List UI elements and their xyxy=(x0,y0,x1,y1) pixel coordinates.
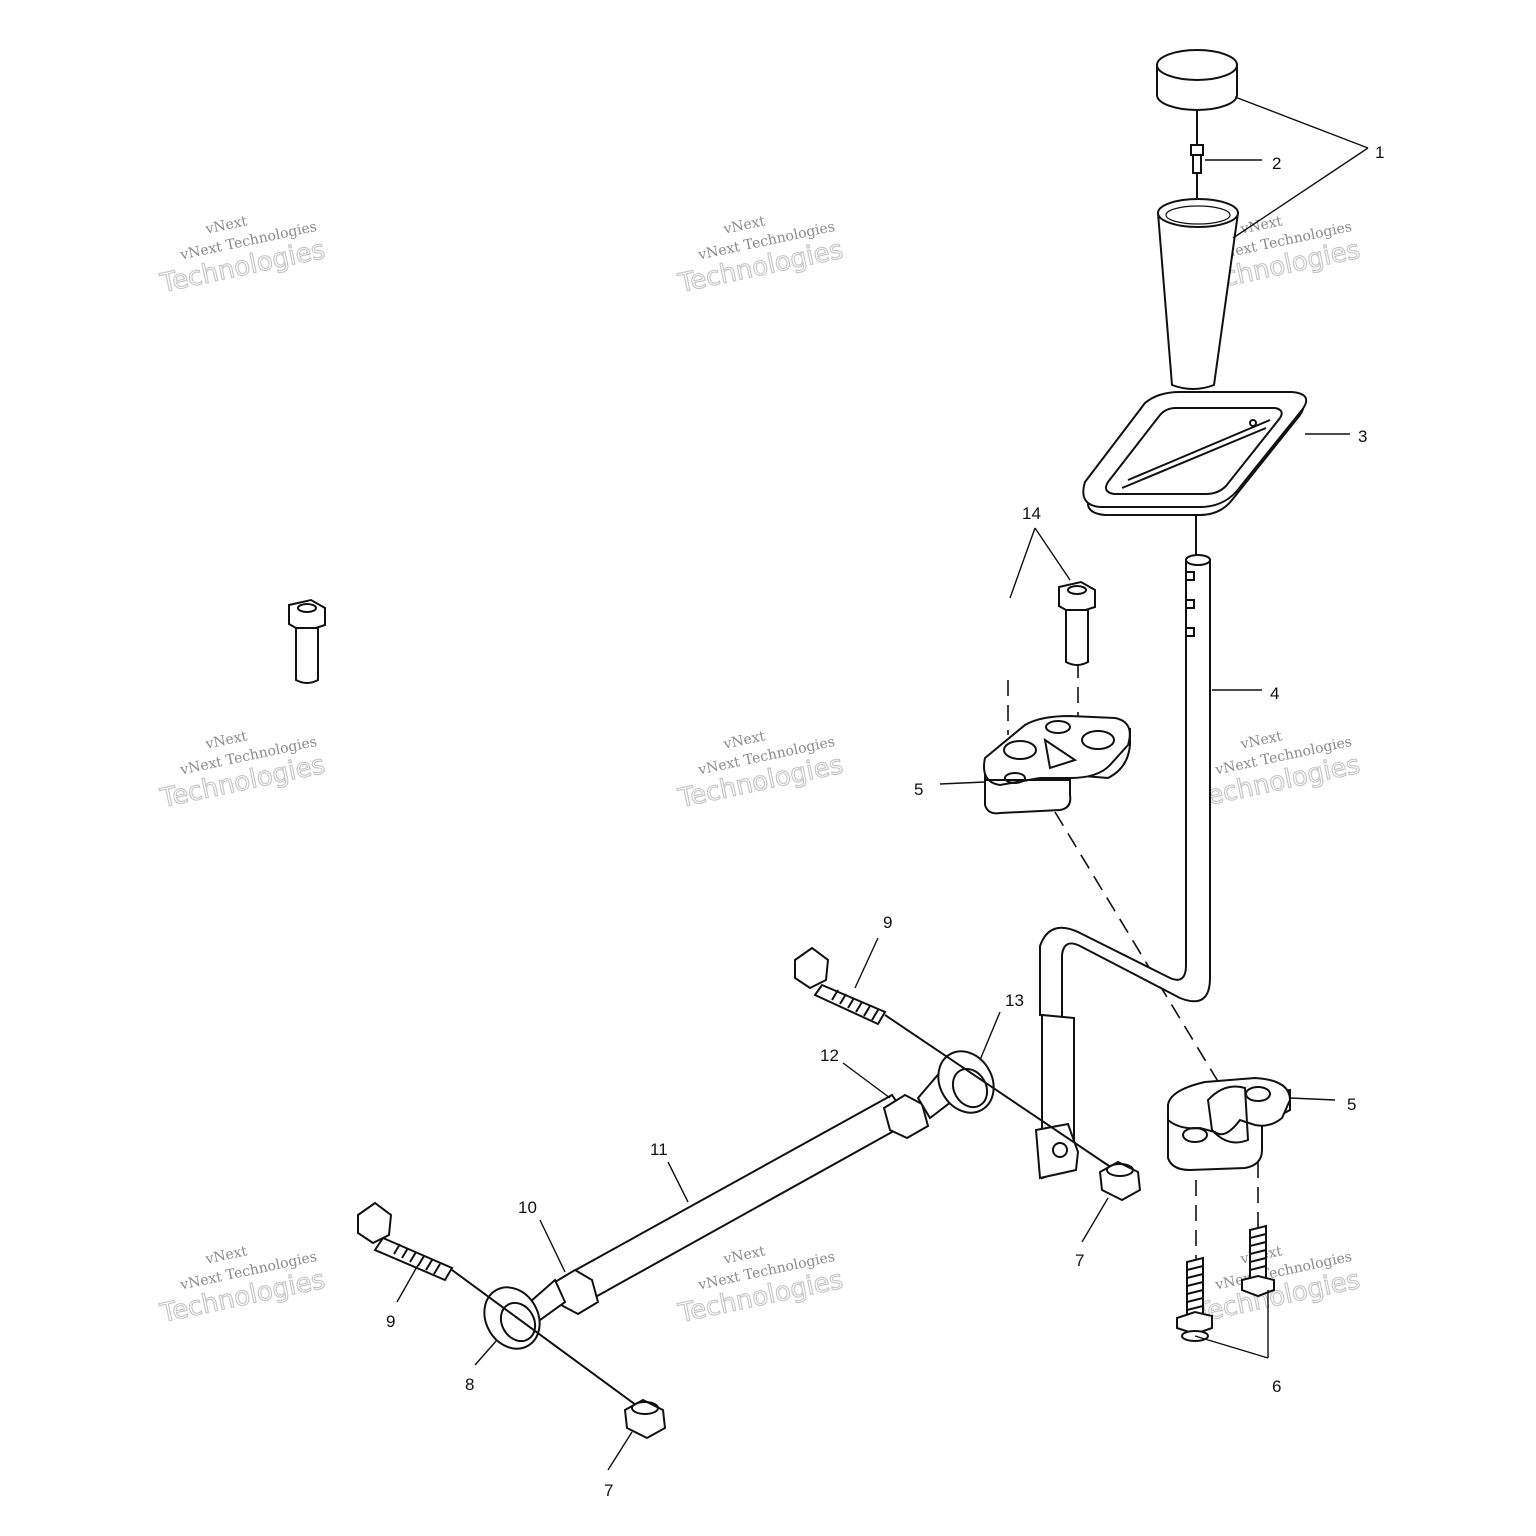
callout-9-left: 9 xyxy=(386,1312,395,1331)
shift-boot xyxy=(1082,391,1308,516)
rod-end-part-13 xyxy=(916,1050,995,1120)
watermark: vNext vNext Technologies Technologies xyxy=(675,1243,847,1330)
callout-5-upper: 5 xyxy=(914,780,923,799)
bolt-part-14 xyxy=(288,598,326,684)
bolt-part-9 xyxy=(794,946,1116,1171)
screw-part-2 xyxy=(1190,144,1204,174)
callout-7-right: 7 xyxy=(1075,1251,1084,1270)
shift-lever xyxy=(1034,554,1211,1180)
callout-13: 13 xyxy=(1005,991,1024,1010)
callout-1: 1 xyxy=(1375,143,1384,162)
rod-end-part-8 xyxy=(483,1278,567,1350)
bolt-part-14 xyxy=(1058,580,1096,666)
lever-clamp-lower xyxy=(1167,1076,1292,1172)
callout-9-top: 9 xyxy=(883,913,892,932)
callout-14: 14 xyxy=(1022,504,1041,523)
callout-11: 11 xyxy=(650,1140,668,1159)
watermark: vNext vNext Technologies Technologies xyxy=(157,728,329,815)
nut-part-7 xyxy=(1098,1160,1142,1202)
callout-6: 6 xyxy=(1272,1377,1281,1396)
watermark: vNext vNext Technologies Technologies xyxy=(1192,728,1364,815)
leader-lines xyxy=(396,96,1369,1471)
shift-knob-cap xyxy=(1156,49,1238,111)
callout-4: 4 xyxy=(1270,684,1279,703)
screw-part-6 xyxy=(1241,1224,1275,1298)
callout-10: 10 xyxy=(518,1198,537,1217)
watermark: vNext vNext Technologies Technologies xyxy=(157,213,329,300)
shift-grip xyxy=(1156,198,1240,390)
callout-12: 12 xyxy=(820,1046,839,1065)
lever-clamp-upper xyxy=(983,714,1131,815)
callout-3: 3 xyxy=(1358,427,1367,446)
screw-part-6 xyxy=(1176,1256,1213,1342)
callout-8: 8 xyxy=(465,1375,474,1394)
watermark: vNext vNext Technologies Technologies xyxy=(675,213,847,300)
callout-7-left: 7 xyxy=(604,1481,613,1500)
watermark: vNext vNext Technologies Technologies xyxy=(675,728,847,815)
nut-part-7 xyxy=(623,1398,667,1440)
callout-5-lower: 5 xyxy=(1347,1095,1356,1114)
bolt-part-9 xyxy=(357,1201,641,1409)
callout-numbers: 1 2 3 4 5 5 6 7 7 8 9 9 10 11 12 13 14 xyxy=(386,143,1384,1500)
watermark: vNext vNext Technologies Technologies xyxy=(157,1243,329,1330)
callout-2: 2 xyxy=(1272,154,1281,173)
jam-nut-part-12 xyxy=(882,1093,930,1140)
